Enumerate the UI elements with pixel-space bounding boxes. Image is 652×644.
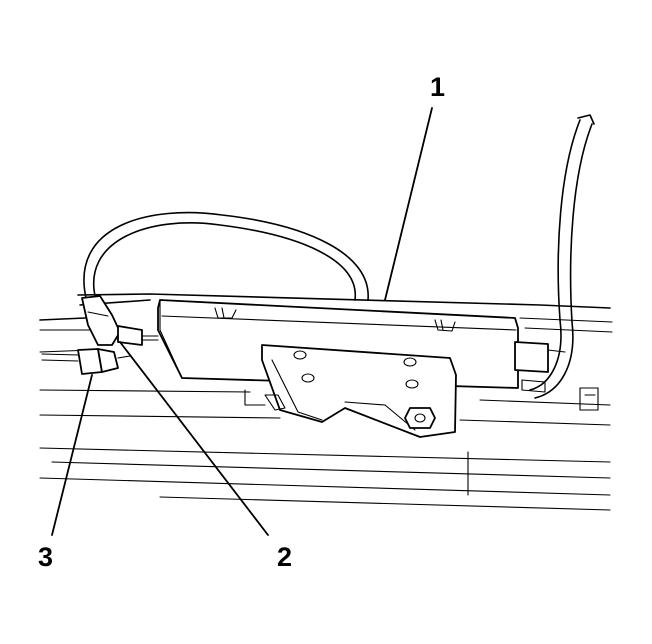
antenna-lead-cable (529, 114, 595, 399)
wiring-harness-loop (83, 211, 369, 301)
callout-1: 1 (430, 72, 445, 102)
mounting-bracket (261, 344, 457, 438)
leader-line-3 (51, 374, 93, 536)
leader-lines (51, 107, 433, 536)
background-panel (39, 293, 613, 511)
callout-2: 2 (277, 542, 292, 572)
callout-3: 3 (38, 542, 53, 572)
harness-clip (81, 295, 159, 346)
leader-line-2 (119, 341, 269, 536)
antenna-connector (41, 348, 131, 375)
leader-line-1 (384, 107, 433, 301)
